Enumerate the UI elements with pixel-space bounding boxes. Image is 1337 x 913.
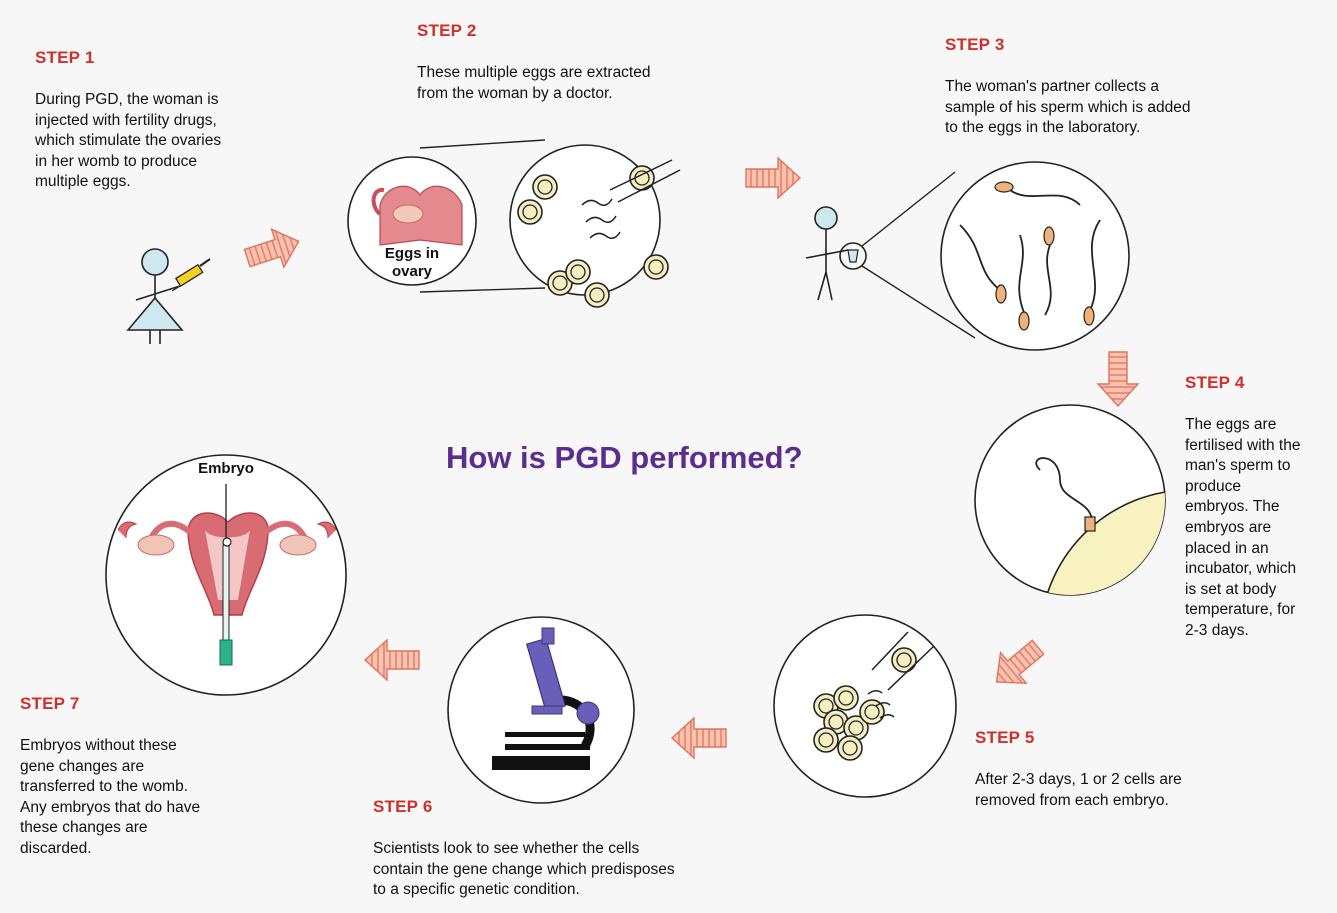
- arrow-icon: [365, 640, 419, 680]
- sperm-zoom-icon: [941, 162, 1129, 350]
- step-1-label: STEP 1: [35, 48, 94, 68]
- cell-removal-icon: [774, 615, 956, 797]
- step-7-label: STEP 7: [20, 694, 79, 714]
- arrow-icon: [1098, 352, 1138, 406]
- uterus-transfer-icon: [106, 455, 346, 695]
- microscope-icon: [448, 617, 634, 803]
- step-6-text: Scientists look to see whether the cells…: [373, 839, 675, 901]
- arrow-icon: [746, 158, 800, 198]
- ovary-zoom-icon: [348, 140, 680, 307]
- step-6-label: STEP 6: [373, 797, 432, 817]
- step-5-label: STEP 5: [975, 728, 1034, 748]
- arrow-icon: [672, 718, 726, 758]
- arrow-icon: [241, 222, 305, 277]
- embryo-label: Embryo: [186, 460, 266, 478]
- step-4-label: STEP 4: [1185, 373, 1244, 393]
- woman-figure-icon: [128, 249, 182, 344]
- diagram-title: How is PGD performed?: [446, 440, 803, 476]
- step-3-label: STEP 3: [945, 35, 1004, 55]
- step-2-label: STEP 2: [417, 21, 476, 41]
- arrow-icon: [984, 632, 1051, 697]
